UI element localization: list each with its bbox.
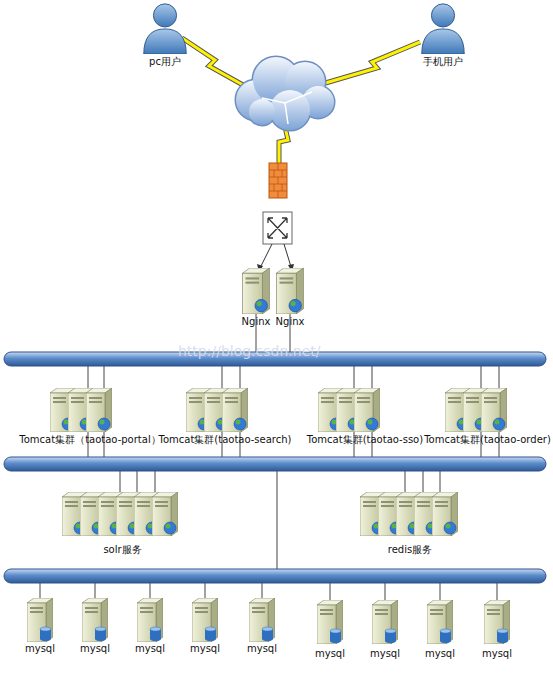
database-server: mysql [125,595,175,655]
node-label: mysql [80,643,110,655]
database-server: mysql [70,595,120,655]
network-bus [4,457,546,471]
node-label: mysql [135,643,165,655]
node-label: Nginx [276,316,305,328]
switch-arrows [268,218,287,238]
database-server-icon [192,598,218,642]
user-icon: 手机用户 [405,0,481,68]
service-cluster: solr服务 [55,486,190,556]
node-label: mysql [315,648,345,660]
wireless-link-outline [322,42,420,84]
database-server: mysql [180,595,230,655]
database-server-icon [82,598,108,642]
cloud-highlight [285,103,288,124]
network-bus [4,569,546,583]
node-label: redis服务 [388,544,432,556]
database-server: mysql [415,597,465,660]
wireless-link-outline [182,38,252,90]
database-server-icon [249,598,275,642]
cloud-highlight [262,92,312,103]
node-label: mysql [482,648,512,660]
server-cluster: Tomcat集群(taotao-order) [425,382,550,446]
node-label: Tomcat集群（taotao-portal） [19,434,160,446]
database-server-icon [372,600,398,644]
cloud-icon [236,57,334,130]
firewall-icon [269,163,287,198]
node-label: mysql [370,648,400,660]
node-label: mysql [425,648,455,660]
cloud-outline [236,57,334,130]
wireless-link [182,38,252,90]
database-server-icon [317,600,343,644]
database-server: mysql [472,597,522,660]
server-icon [354,388,380,432]
node-label: Tomcat集群(taotao-order) [424,434,551,446]
node-label: Tomcat集群(taotao-search) [159,434,292,446]
service-cluster: redis服务 [350,486,470,556]
node-label: mysql [247,643,277,655]
database-server: mysql [237,595,287,655]
node-label: Nginx [242,316,271,328]
database-server-icon [27,598,53,642]
node-label: mysql [190,643,220,655]
database-server: mysql [15,595,65,655]
server-cluster: Tomcat集群(taotao-sso) [300,382,430,446]
firewall-bricks [269,163,287,198]
server-node: Nginx [238,266,274,328]
server-icon [222,388,248,432]
wireless-link [322,42,420,84]
person-icon [144,4,186,54]
node-label: solr服务 [103,544,141,556]
node-label: pc用户 [149,56,181,68]
server-icon [432,492,458,536]
server-node: Nginx [272,266,308,328]
database-server: mysql [360,597,410,660]
server-cluster: Tomcat集群(taotao-search) [160,382,290,446]
server-icon [152,492,178,536]
node-label: 手机用户 [423,56,463,68]
database-server: mysql [305,597,355,660]
server-icon [481,388,507,432]
server-icon [276,268,303,314]
server-icon [86,388,112,432]
database-server-icon [427,600,453,644]
node-label: mysql [25,643,55,655]
server-icon [242,268,269,314]
switch-icon [263,212,292,244]
database-server-icon [137,598,163,642]
watermark: http://blog.csdn.net/ [178,343,320,359]
node-label: Tomcat集群(taotao-sso) [307,434,423,446]
user-icon: pc用户 [130,0,200,68]
server-cluster: Tomcat集群（taotao-portal） [20,382,160,446]
database-server-icon [484,600,510,644]
person-icon [422,4,464,54]
